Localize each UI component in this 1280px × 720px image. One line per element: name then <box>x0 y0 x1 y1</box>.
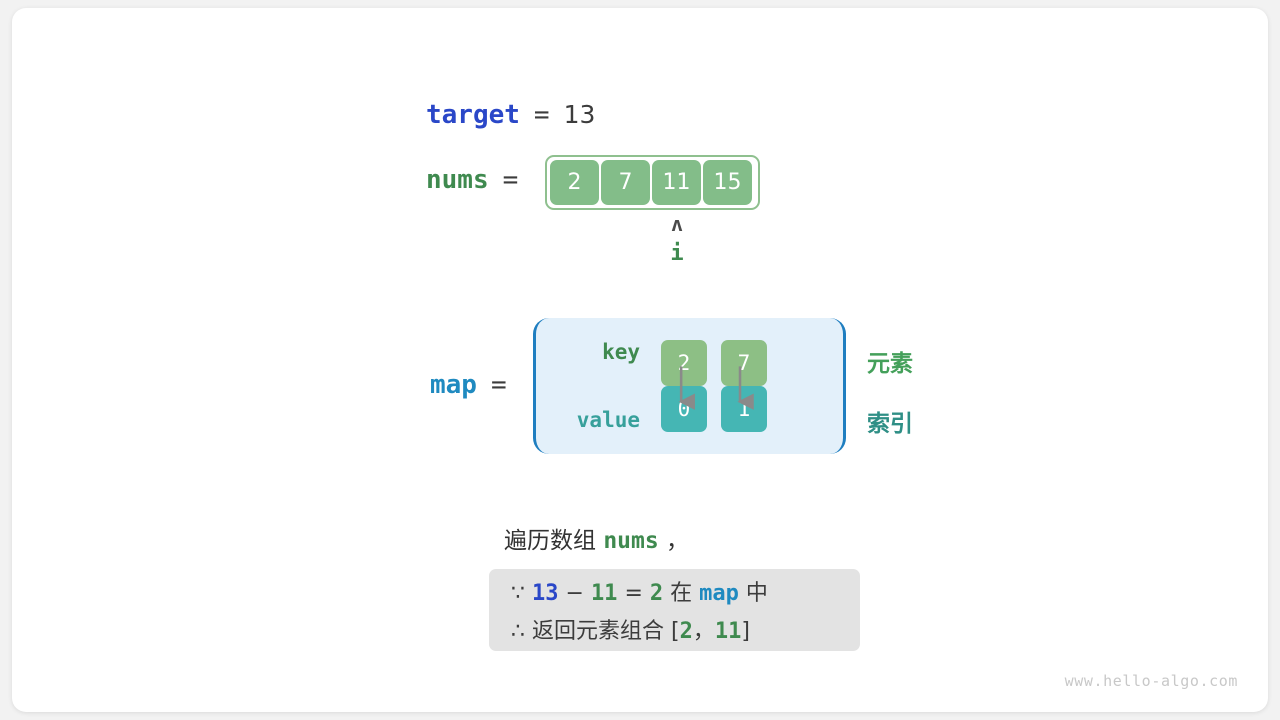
nums-row: nums = <box>426 165 518 195</box>
traverse-prefix: 遍历数组 <box>504 528 596 554</box>
map-container: key 2 7 value 0 1 <box>533 318 846 454</box>
map-side-labels: 元素 索引 <box>867 344 913 438</box>
map-row: map = <box>430 370 507 400</box>
conclusion-minus: − <box>565 581 584 606</box>
pointer-label: i <box>670 241 684 266</box>
map-label: map <box>430 370 477 400</box>
pair-comma: ， <box>692 619 715 644</box>
conclusion-pair-x: 2 <box>679 619 693 644</box>
conclusion-in: 在 <box>670 581 693 606</box>
map-value-cell-1-wrap: 1 <box>714 386 774 454</box>
nums-label: nums <box>426 165 489 195</box>
conclusion-result: 2 <box>649 581 664 606</box>
map-value-cell-0: 0 <box>661 386 707 432</box>
index-pointer: ʌ i <box>646 212 708 266</box>
conclusion-return-text: 返回元素组合 <box>532 619 665 644</box>
conclusion-map: map <box>699 581 739 606</box>
caret-icon: ʌ <box>670 212 684 236</box>
map-value-cell-0-wrap: 0 <box>654 386 714 454</box>
nums-array: 2 7 11 15 <box>545 155 760 210</box>
array-cell-3: 15 <box>703 160 752 205</box>
map-value-label: value <box>576 408 640 432</box>
map-key-cell-0-wrap: 2 <box>654 318 714 386</box>
conclusion-box: ∵ 13 − 11 = 2 在 map 中 ∴ 返回元素组合 [2，11] <box>489 569 860 651</box>
conclusion-line-1: ∵ 13 − 11 = 2 在 map 中 <box>511 575 838 607</box>
watermark: www.hello-algo.com <box>1064 672 1238 690</box>
because-symbol: ∵ <box>511 581 525 606</box>
bracket-close: ] <box>741 619 750 644</box>
therefore-symbol: ∴ <box>511 619 525 644</box>
traverse-line: 遍历数组 nums ， <box>504 521 689 555</box>
map-key-cell-1-wrap: 7 <box>714 318 774 386</box>
target-label: target <box>426 100 520 130</box>
side-label-element: 元素 <box>867 351 913 377</box>
map-grid: key 2 7 value 0 1 <box>536 318 843 454</box>
side-label-index: 索引 <box>867 411 913 437</box>
array-cell-1: 7 <box>601 160 650 205</box>
map-value-cell-1: 1 <box>721 386 767 432</box>
conclusion-pair-y: 11 <box>714 619 742 644</box>
traverse-suffix: ， <box>666 528 690 554</box>
conclusion-line-2: ∴ 返回元素组合 [2，11] <box>511 613 838 645</box>
conclusion-target: 13 <box>532 581 559 606</box>
conclusion-operand: 11 <box>590 581 618 606</box>
map-equals: = <box>490 370 507 400</box>
target-value: 13 <box>563 100 596 129</box>
map-key-cell-0: 2 <box>661 340 707 386</box>
conclusion-zhong: 中 <box>745 581 768 606</box>
array-cell-2: 11 <box>652 160 701 205</box>
target-row: target = 13 <box>426 100 595 130</box>
map-key-cell-1: 7 <box>721 340 767 386</box>
array-cell-0: 2 <box>550 160 599 205</box>
conclusion-equals: = <box>624 581 643 606</box>
target-equals: = <box>533 100 550 130</box>
nums-equals: = <box>502 165 519 195</box>
map-key-label: key <box>602 340 640 364</box>
diagram-canvas: target = 13 nums = 2 7 11 15 ʌ i map = k… <box>12 8 1268 712</box>
traverse-code: nums <box>603 528 659 554</box>
bracket-open: [ <box>671 619 680 644</box>
